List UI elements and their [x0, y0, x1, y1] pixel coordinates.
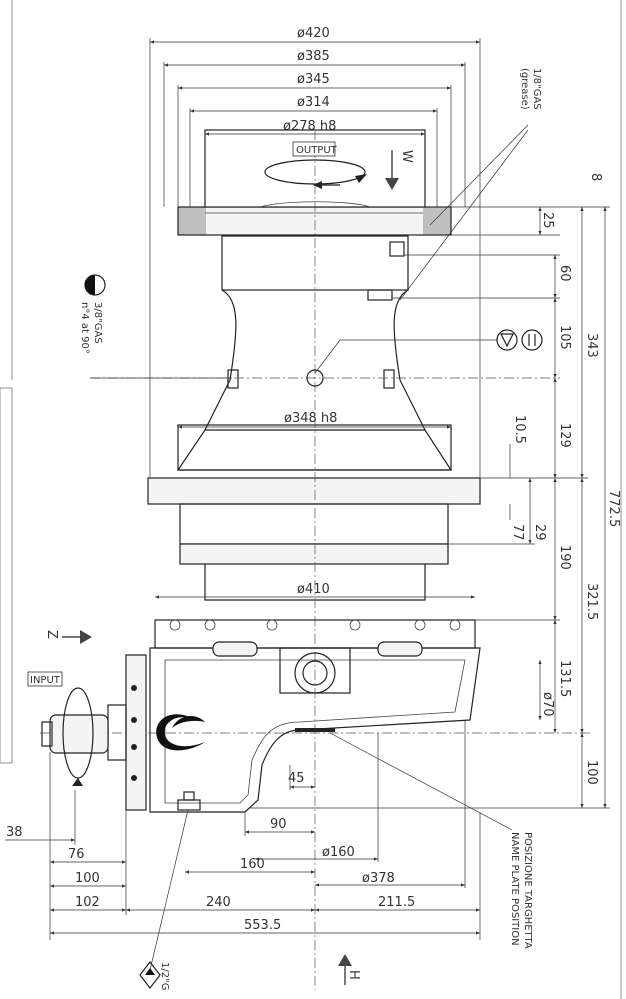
dim-v29: 29	[532, 524, 547, 541]
dim-h100: 100	[75, 871, 100, 886]
right-vertical-labels: 8 25 60 105 343 129 10.5 29 77 190 772.5…	[510, 173, 621, 785]
dim-h45: 45	[288, 771, 305, 786]
gas-38-count-label: n°4 at 90°	[79, 302, 90, 354]
dim-h160: 160	[240, 857, 265, 872]
grease-label: (grease)	[519, 68, 530, 110]
dim-d70: ø70	[540, 692, 555, 717]
output-label-box	[292, 141, 336, 157]
output-axis-arrow-icon	[313, 181, 340, 189]
z-arrow-icon	[62, 630, 92, 644]
dim-v131-5: 131.5	[557, 660, 572, 697]
dim-v105: 105	[557, 325, 572, 350]
dim-h90: 90	[270, 817, 287, 832]
gas-38-label: 3/8"GAS	[92, 302, 103, 344]
dim-v8: 8	[588, 173, 603, 181]
dim-v60: 60	[557, 265, 572, 282]
name-plate-en-label: NAME PLATE POSITION	[509, 832, 520, 946]
upper-body	[147, 235, 481, 601]
w-label: W	[399, 150, 414, 163]
dim-v343: 343	[584, 333, 599, 358]
drain-plug-icon	[177, 791, 201, 811]
logo-icon	[156, 714, 205, 751]
fill-plug-symbol-icon	[84, 274, 106, 296]
bottom-horizontal-labels: 45 90 160 38 76 100 102 240 211.5 553.5	[6, 771, 415, 933]
center-mark	[306, 369, 324, 387]
name-plate-it-label: POSIZIONE TARGHETTA	[522, 832, 533, 949]
notes: OUTPUT INPUT W Z H 1/8"GAS (grease) 3/8"…	[30, 68, 542, 990]
dim-d348: ø348 h8	[284, 411, 337, 426]
dim-v129: 129	[557, 423, 572, 448]
dim-v10-5: 10.5	[512, 415, 527, 444]
dimension-lines	[5, 38, 610, 971]
dim-h553-5: 553.5	[244, 918, 281, 933]
output-label: OUTPUT	[296, 145, 338, 156]
dim-d420: ø420	[297, 26, 330, 41]
dim-v190: 190	[557, 545, 572, 570]
z-label: Z	[44, 630, 59, 639]
level-plug-symbol-icon	[496, 329, 543, 351]
input-label-box	[27, 671, 63, 687]
h-label: H	[346, 970, 361, 980]
dim-v77: 77	[510, 524, 525, 541]
dim-d160: ø160	[322, 845, 355, 860]
dim-d385: ø385	[297, 49, 330, 64]
dim-h102: 102	[75, 895, 100, 910]
dim-d314: ø314	[297, 95, 330, 110]
dim-d278: ø278 h8	[283, 119, 336, 134]
drain-plug-symbol-icon	[139, 961, 161, 989]
dim-h76: 76	[68, 847, 85, 862]
dim-d378: ø378	[362, 871, 395, 886]
w-arrow-icon	[385, 150, 399, 190]
dim-d410: ø410	[297, 582, 330, 597]
gas-grease-label: 1/8"GAS	[531, 68, 542, 110]
diameter-labels: ø420 ø385 ø345 ø314 ø278 h8 ø348 h8 ø410…	[283, 26, 395, 886]
dim-h211-5: 211.5	[378, 895, 415, 910]
dim-v25: 25	[540, 212, 555, 229]
h-arrow-icon	[338, 954, 352, 985]
input-flange	[41, 654, 147, 811]
gas-12-label: 1/2"G	[159, 962, 170, 990]
dim-v772-5: 772.5	[606, 490, 621, 527]
dim-v100-vertical: 100	[584, 760, 599, 785]
dim-d345: ø345	[297, 72, 330, 87]
dim-v321-5: 321.5	[584, 583, 599, 620]
gearbox-housing	[149, 619, 481, 813]
input-label: INPUT	[30, 675, 61, 686]
dim-h240: 240	[206, 895, 231, 910]
dim-h38: 38	[6, 825, 23, 840]
